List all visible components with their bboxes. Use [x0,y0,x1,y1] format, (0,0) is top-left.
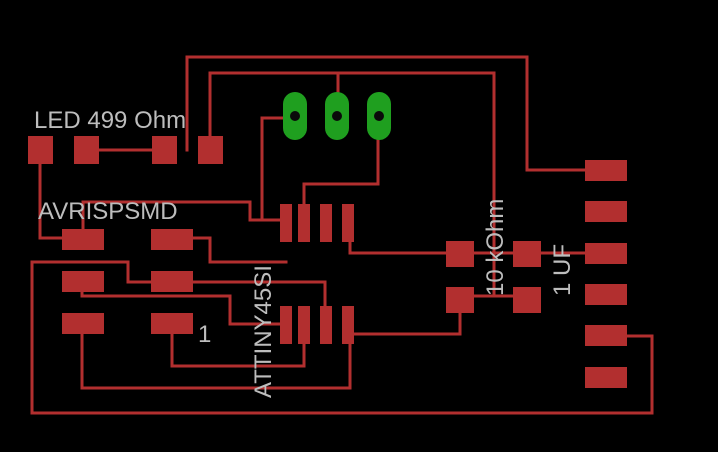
mcu-pad-5 [280,306,292,344]
trace-avrisp-row5 [170,321,306,368]
led-pads [28,136,223,164]
trace-mcu-right-upper [348,230,462,255]
trace-avrisp-row4 [80,321,352,390]
led-pad-2 [74,136,99,164]
trace-header-right [302,116,380,222]
header-hole-3 [374,111,384,121]
trace-led-to-mcu [208,71,340,152]
avrisp-pad-6 [151,313,193,334]
avrisp-pad-1 [62,229,104,250]
header-hole-2 [332,111,342,121]
avrisp-label: AVRISPSMD [38,198,178,225]
capacitor-pad-top [513,241,541,267]
avrisp-pad-4 [151,271,193,292]
led-pad-4 [198,136,223,164]
trace-outer-loop [30,260,654,415]
pin1-label: 1 [198,321,211,348]
led-pad-1 [28,136,53,164]
right-pad-1 [585,160,627,181]
resistor-label: 10 kOhm [482,199,509,296]
resistor-pad-bottom [446,287,474,313]
trace-outer-top [185,55,607,172]
right-pad-4 [585,284,627,305]
right-pad-2 [585,201,627,222]
header-3pin [283,92,391,140]
avrisp-pad-2 [151,229,193,250]
avrisp-pads [62,229,193,334]
mcu-pad-4 [342,204,354,242]
passive-pads [446,241,541,313]
header-hole-1 [290,111,300,121]
right-pad-5 [585,325,627,346]
trace-avrisp-top [81,200,288,240]
mcu-pad-3 [320,204,332,242]
mcu-label: ATTINY45SI [250,265,277,398]
mcu-pad-7 [320,306,332,344]
trace-res-bottom [348,296,462,336]
right-header-pads [585,160,627,388]
mcu-pad-6 [298,306,310,344]
mcu-pad-2 [298,204,310,242]
capacitor-pad-bottom [513,287,541,313]
mcu-pad-1 [280,204,292,242]
avrisp-pad-5 [62,313,104,334]
led-pad-3 [152,136,177,164]
trace-avrisp-row1 [30,260,174,284]
attiny-pads [280,204,354,344]
right-pad-6 [585,367,627,388]
mcu-pad-8 [342,306,354,344]
right-pad-3 [585,243,627,264]
capacitor-label: 1 UF [549,244,576,296]
led-label: LED 499 Ohm [34,107,186,134]
resistor-pad-top [446,241,474,267]
avrisp-pad-3 [62,271,104,292]
